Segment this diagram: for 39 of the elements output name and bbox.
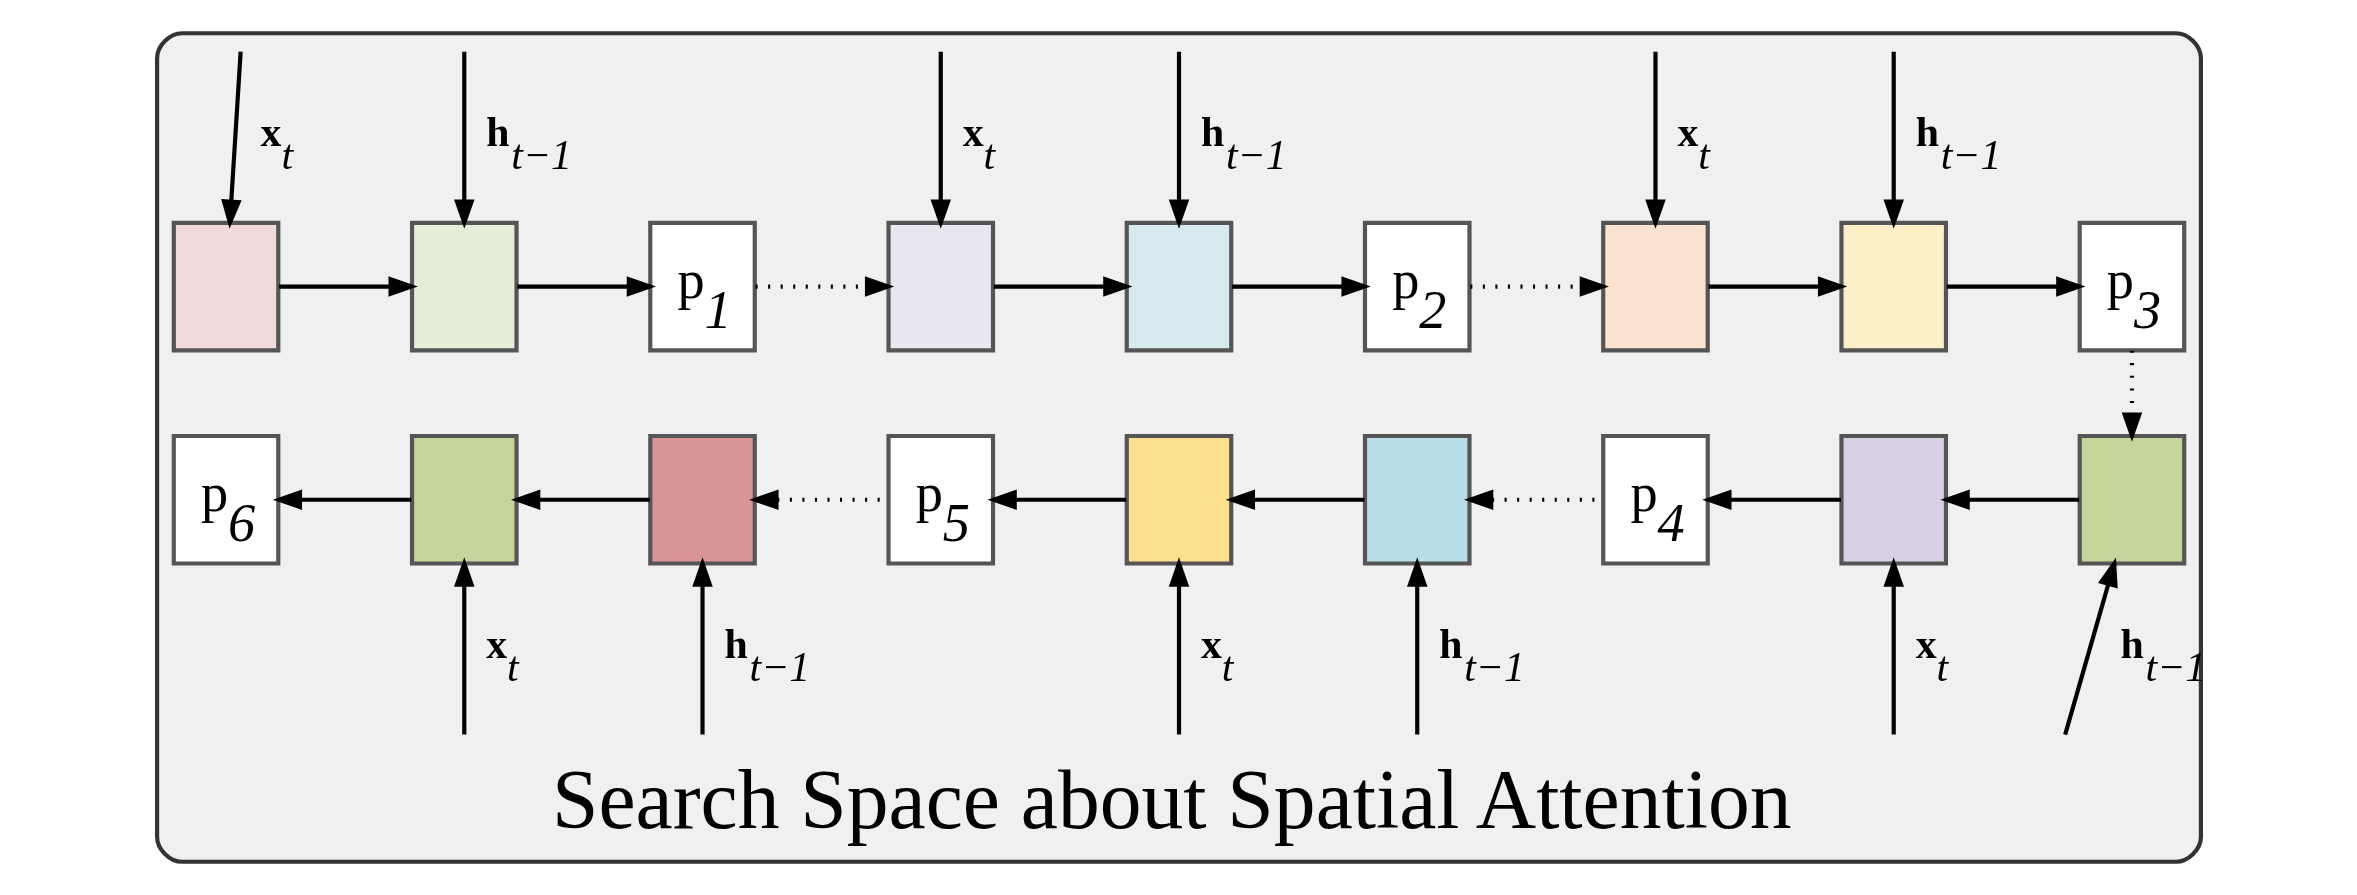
node-box [1838,433,1948,566]
node-box [2077,433,2186,566]
arrow [1644,51,1666,229]
arrow [272,489,411,510]
arrow [1882,51,1904,229]
arrow [1946,276,2085,297]
node-box [409,220,519,353]
arrow [930,51,951,229]
arrow [278,276,418,297]
arrow [1469,276,1609,297]
arrow [1882,557,1904,735]
node-box [171,220,280,353]
arrow [220,51,243,229]
node-box [1838,220,1948,353]
node-box [1362,433,1472,566]
arrow [1225,489,1364,510]
node-box [885,220,995,353]
arrow [2121,350,2142,442]
node-box [1600,220,1710,353]
arrow [1939,489,2079,510]
arrow [993,276,1132,297]
arrow [1406,557,1427,735]
arrow [986,489,1126,510]
arrow [1708,276,1847,297]
node-box [1124,433,1233,566]
arrow [453,51,475,229]
arrow [2062,557,2118,736]
arrow [453,557,475,735]
arrow [1231,276,1371,297]
arrow [1168,51,1189,229]
node-box [1124,220,1233,353]
node-box [647,433,757,566]
arrow [755,276,894,297]
arrow [691,557,713,735]
arrow [516,276,656,297]
node-box [409,433,519,566]
arrow [510,489,650,510]
arrow [1168,557,1189,735]
arrow [1701,489,1841,510]
